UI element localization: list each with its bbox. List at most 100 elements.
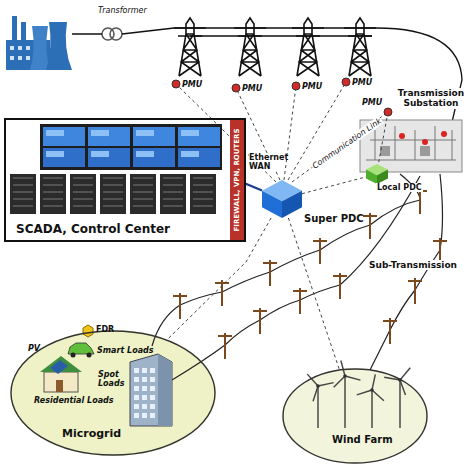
wind-turbines xyxy=(307,361,410,428)
crossarm xyxy=(313,240,327,242)
illustration xyxy=(344,18,376,76)
window xyxy=(142,368,147,373)
fdr-icon xyxy=(83,325,93,337)
wan-link xyxy=(244,183,262,191)
crossarm xyxy=(433,240,447,242)
rack-slot xyxy=(133,192,153,193)
local-pdc: Local PDC xyxy=(366,164,388,184)
server-rack xyxy=(10,174,36,214)
ellipse-outline xyxy=(282,368,428,464)
power-plant xyxy=(26,56,30,60)
power-plant xyxy=(30,26,50,70)
screen-glare xyxy=(46,151,64,157)
rack-slot xyxy=(193,185,213,186)
power-plant xyxy=(6,16,72,70)
window xyxy=(134,395,139,400)
part-label: PMU xyxy=(352,78,372,87)
rack-slot xyxy=(133,185,153,186)
screen-glare xyxy=(46,130,64,136)
building-windows xyxy=(134,368,155,418)
substation xyxy=(399,133,405,139)
turbine-blade xyxy=(372,390,384,401)
microgrid-ground xyxy=(10,330,216,456)
communication-link xyxy=(167,218,271,340)
server-rack xyxy=(160,174,186,214)
rack-slot xyxy=(193,206,213,207)
rack-slot xyxy=(43,178,63,179)
building xyxy=(158,354,172,426)
windfarm-region: Wind Farm xyxy=(282,368,428,464)
rack-slot xyxy=(133,206,153,207)
window xyxy=(134,413,139,418)
part-label: PMU xyxy=(182,80,202,89)
screen-glare xyxy=(91,151,109,157)
server-rack xyxy=(100,174,126,214)
region-outline xyxy=(283,369,427,463)
screen xyxy=(133,127,175,146)
communication-link xyxy=(302,177,366,194)
video-wall xyxy=(40,124,222,170)
house xyxy=(56,380,63,392)
turbine-blade xyxy=(313,386,318,401)
window xyxy=(142,386,147,391)
node-text: Local PDC xyxy=(376,183,423,192)
turbine-blade xyxy=(400,368,410,380)
screen-glare xyxy=(181,151,199,157)
power-plant xyxy=(10,56,14,60)
substation xyxy=(441,131,447,137)
electric-car xyxy=(71,353,76,358)
turbine-hub xyxy=(316,384,320,388)
rack-slot xyxy=(103,206,123,207)
pmu-dots xyxy=(232,84,240,92)
substation xyxy=(422,139,428,145)
window xyxy=(150,368,155,373)
building xyxy=(130,354,172,426)
server-rack xyxy=(70,174,96,214)
turbine-tower xyxy=(344,376,346,428)
part-label: PMU xyxy=(302,82,322,91)
window xyxy=(150,377,155,382)
power-plant xyxy=(18,56,22,60)
server-racks xyxy=(10,174,216,214)
region-outline xyxy=(11,331,215,455)
cube-right xyxy=(282,191,302,218)
cube-outline xyxy=(366,164,388,184)
pmu-dots xyxy=(172,80,180,88)
screen xyxy=(88,127,130,146)
window xyxy=(142,404,147,409)
rack-slot xyxy=(193,178,213,179)
link-label: Communication Link xyxy=(310,116,384,172)
cube-left xyxy=(262,191,282,218)
windfarm-ground xyxy=(282,368,428,464)
illustration xyxy=(292,18,324,76)
screen xyxy=(43,127,85,146)
window xyxy=(150,404,155,409)
part-label: PMU xyxy=(362,98,382,107)
rack-slot xyxy=(43,199,63,200)
rack-slot xyxy=(13,192,33,193)
part-label: FDR xyxy=(96,325,114,334)
screen xyxy=(43,148,85,167)
house xyxy=(44,372,78,392)
turbine-blade xyxy=(372,374,375,390)
power-plant xyxy=(46,22,72,70)
rack-slot xyxy=(13,206,33,207)
rack-slot xyxy=(73,199,93,200)
turbine-tower xyxy=(317,386,319,428)
rack-slot xyxy=(163,199,183,200)
part-label: Transformer xyxy=(98,6,147,15)
screen xyxy=(88,148,130,167)
crossarm xyxy=(253,310,267,312)
crossarm xyxy=(215,282,229,284)
power-plant xyxy=(12,16,17,42)
power-plant xyxy=(26,46,30,50)
rack-slot xyxy=(103,178,123,179)
rack-slot xyxy=(13,185,33,186)
pmu-dots xyxy=(172,78,392,116)
transmission-line xyxy=(72,28,376,34)
server-rack xyxy=(130,174,156,214)
turbine-blade xyxy=(341,361,345,376)
pmu-dots xyxy=(342,78,350,86)
